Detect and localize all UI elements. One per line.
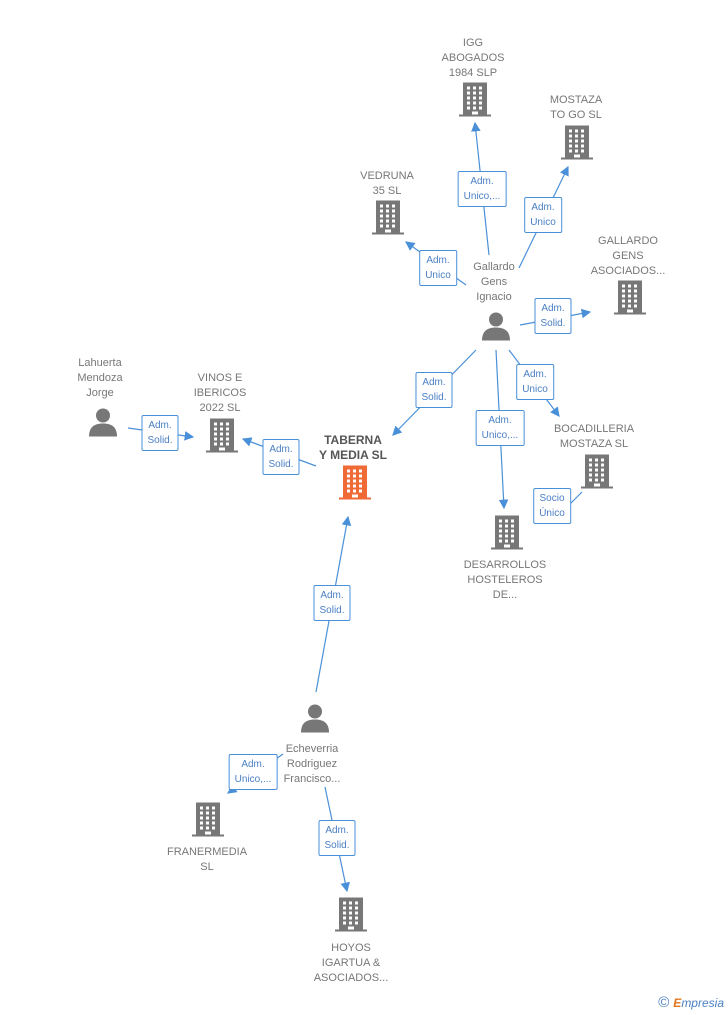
edge-label-bocadilleria-desarrollos[interactable]: Socio Único	[533, 488, 571, 524]
node-label-mostaza[interactable]: MOSTAZA TO GO SL	[549, 94, 603, 121]
edge-label-gallardo-taberna[interactable]: Adm. Solid.	[415, 372, 453, 408]
building-icon[interactable]	[581, 453, 613, 494]
edge-label-gallardo-igg[interactable]: Adm. Unico,...	[457, 171, 507, 207]
node-label-hoyos[interactable]: HOYOS IGARTUA & ASOCIADOS...	[313, 942, 389, 984]
node-label-taberna[interactable]: TABERNA Y MEDIA SL	[318, 433, 388, 462]
edge-label-echeverria-taberna[interactable]: Adm. Solid.	[313, 585, 351, 621]
node-label-lahuerta[interactable]: Lahuerta Mendoza Jorge	[77, 357, 123, 399]
node-label-vedruna[interactable]: VEDRUNA 35 SL	[360, 170, 414, 197]
edge-label-gallardo-desarrollos[interactable]: Adm. Unico,...	[475, 410, 525, 446]
edge-label-gallardo-vedruna[interactable]: Adm. Unico	[419, 250, 457, 286]
building-icon[interactable]	[206, 417, 238, 458]
edge-label-gallardo-mostaza[interactable]: Adm. Unico	[524, 197, 562, 233]
edge-label-gallardo-bocadilleria[interactable]: Adm. Unico	[516, 364, 554, 400]
node-label-desarrollos[interactable]: DESARROLLOS HOSTELEROS DE...	[463, 559, 547, 601]
node-label-gallardo[interactable]: Gallardo Gens Ignacio	[473, 261, 515, 303]
brand-logo: ©Empresia	[658, 994, 724, 1011]
node-label-vinos[interactable]: VINOS E IBERICOS 2022 SL	[193, 372, 247, 414]
node-label-franermedia[interactable]: FRANERMEDIA SL	[166, 846, 248, 873]
building-icon[interactable]	[192, 801, 224, 842]
node-label-gallardo_gens[interactable]: GALLARDO GENS ASOCIADOS...	[590, 235, 666, 277]
edge-label-taberna-vinos[interactable]: Adm. Solid.	[262, 439, 300, 475]
building-icon[interactable]	[339, 464, 371, 505]
edge-label-lahuerta-vinos[interactable]: Adm. Solid.	[141, 415, 179, 451]
building-icon[interactable]	[459, 81, 491, 122]
building-icon[interactable]	[614, 279, 646, 320]
edge-label-echeverria-hoyos[interactable]: Adm. Solid.	[318, 820, 356, 856]
node-label-echeverria[interactable]: Echeverria Rodriguez Francisco...	[283, 743, 341, 785]
building-icon[interactable]	[561, 124, 593, 165]
person-icon[interactable]	[300, 703, 330, 738]
person-icon[interactable]	[88, 407, 118, 442]
node-label-bocadilleria[interactable]: BOCADILLERIA MOSTAZA SL	[553, 423, 635, 450]
edge-label-gallardo-gallardo_gens[interactable]: Adm. Solid.	[534, 298, 572, 334]
copyright-icon: ©	[658, 994, 670, 1011]
building-icon[interactable]	[491, 514, 523, 555]
person-icon[interactable]	[481, 311, 511, 346]
node-label-igg[interactable]: IGG ABOGADOS 1984 SLP	[441, 37, 505, 79]
edge-label-echeverria-franermedia[interactable]: Adm. Unico,...	[228, 754, 278, 790]
building-icon[interactable]	[335, 896, 367, 937]
building-icon[interactable]	[372, 199, 404, 240]
